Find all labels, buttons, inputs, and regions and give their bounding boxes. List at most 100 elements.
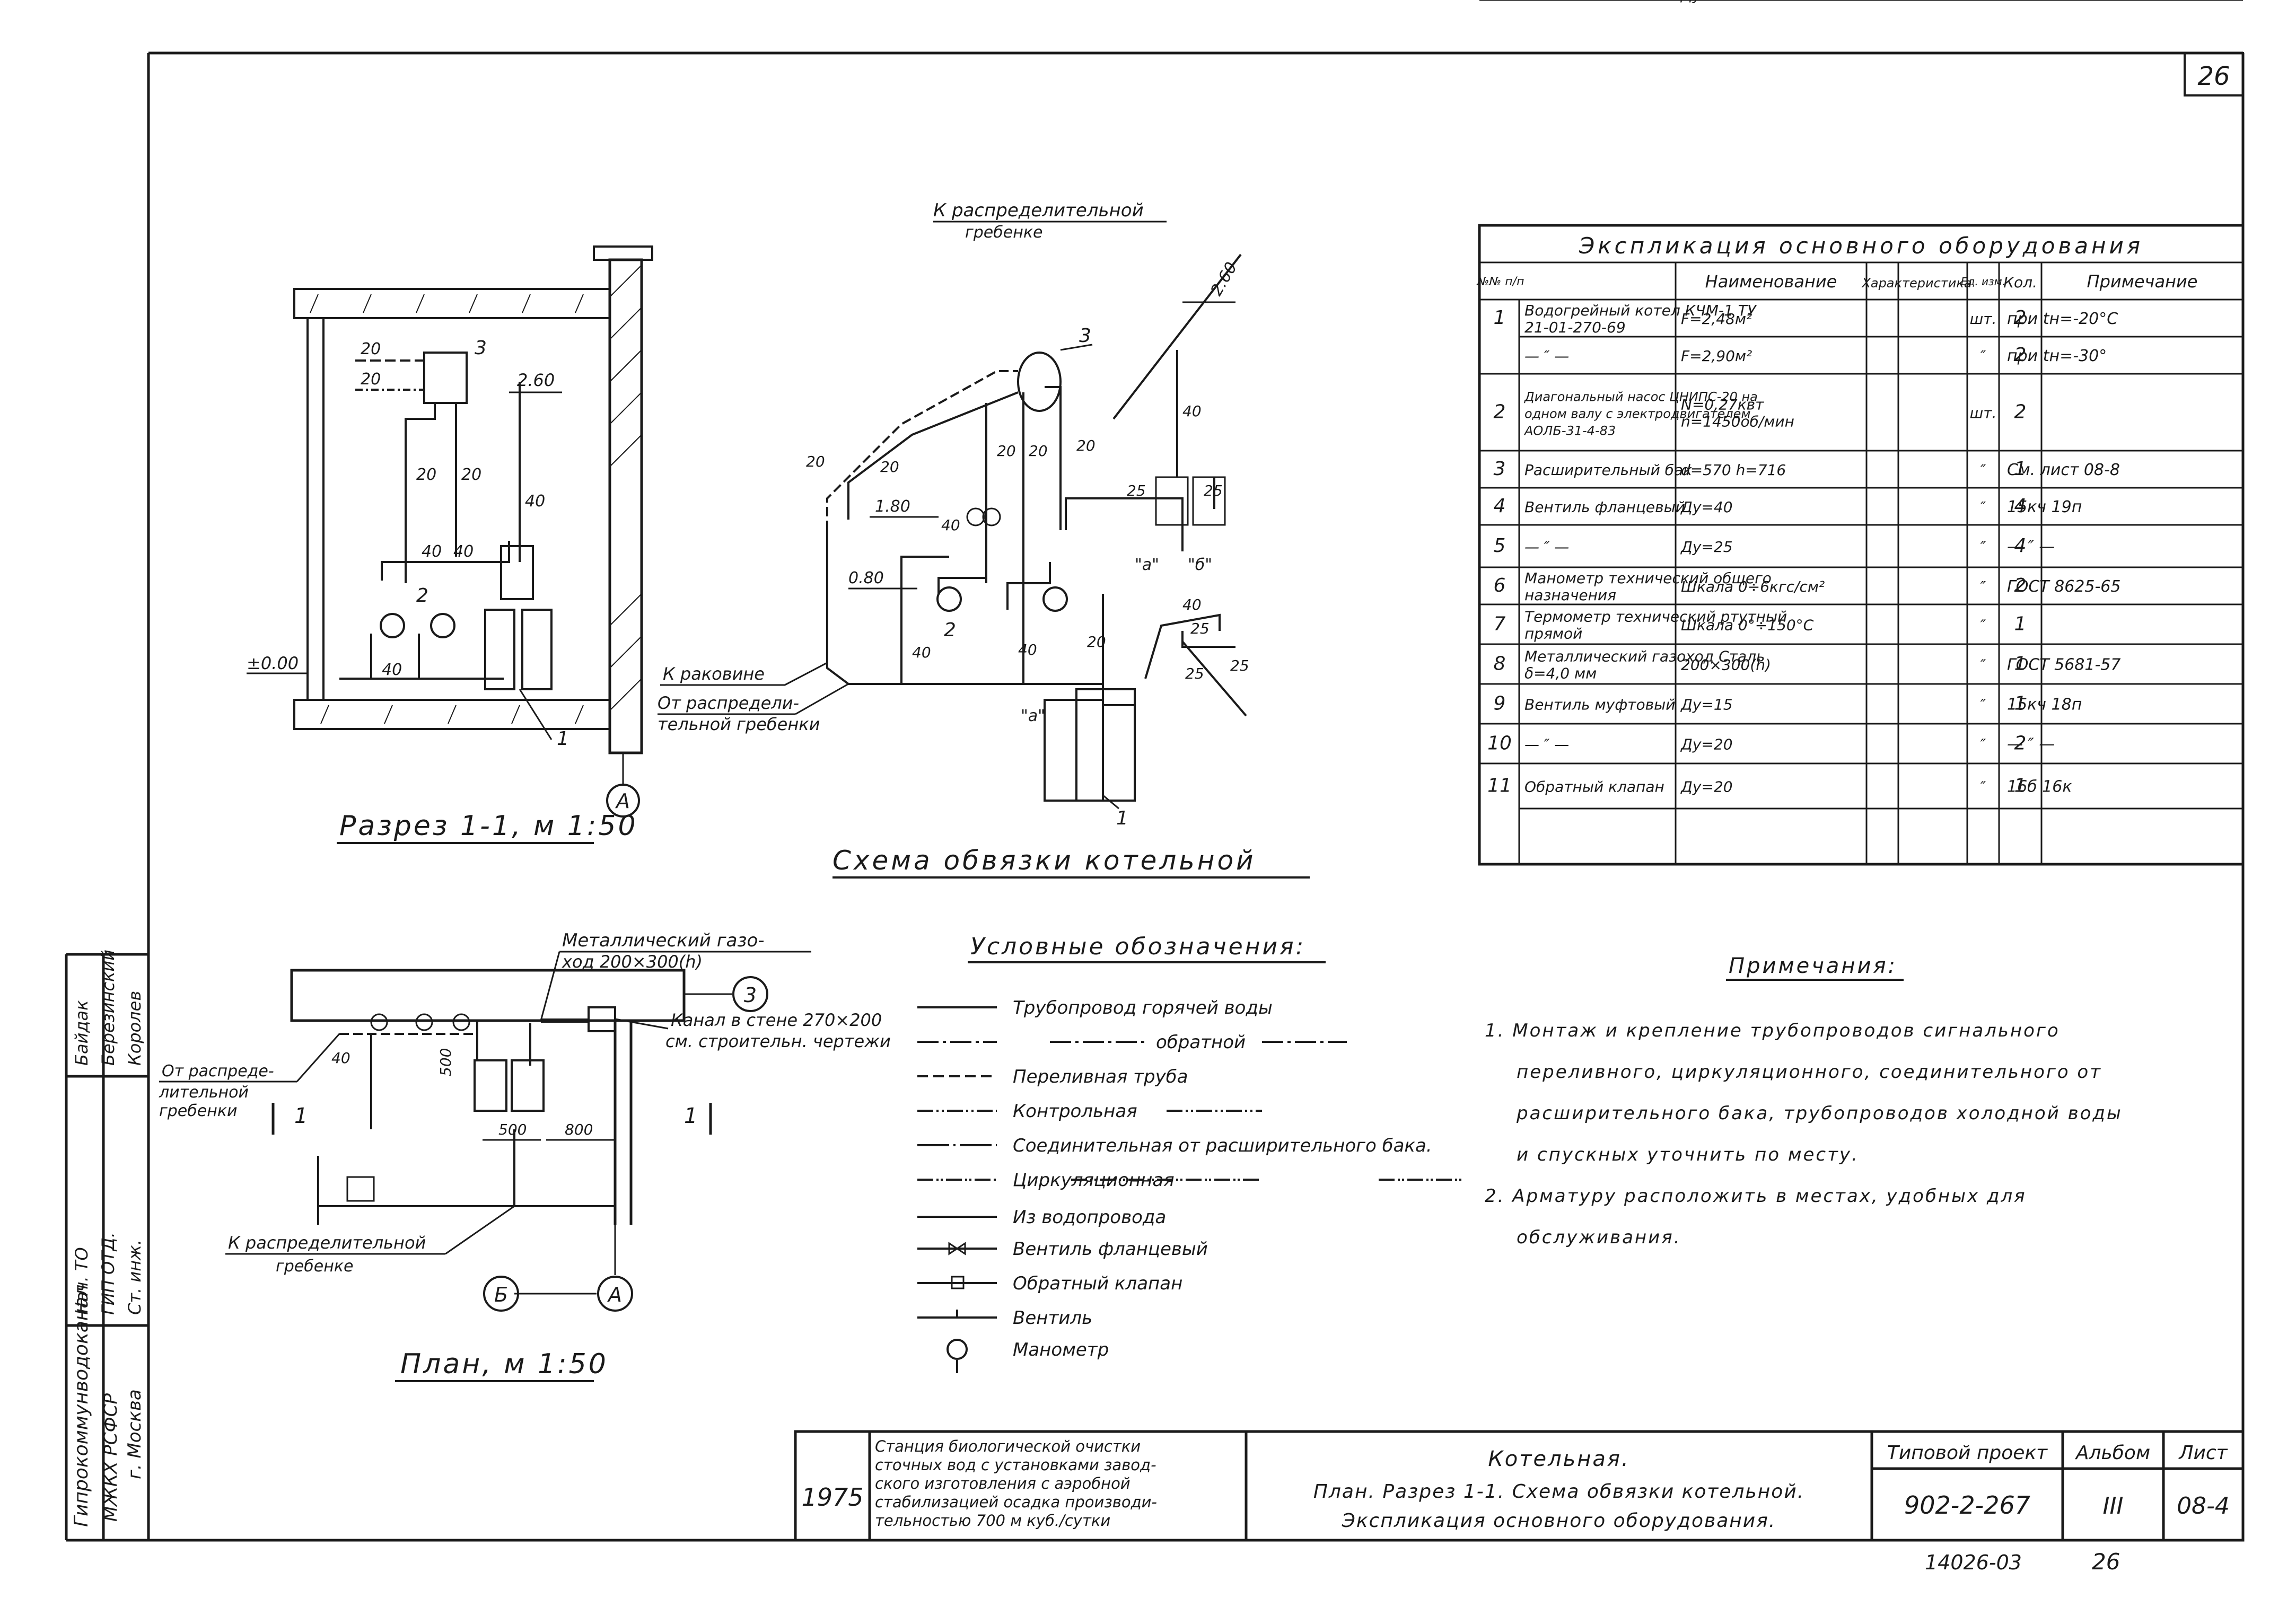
stamp-org-1: Гипрокоммунводоканал <box>71 1285 92 1527</box>
legend-item: Циркуляционная <box>1013 1170 1175 1191</box>
label-leader <box>445 1205 515 1255</box>
label-leader <box>795 683 849 715</box>
legend-item: Трубопровод горячей воды <box>1013 997 1273 1018</box>
table-cell: Диагональный насос ЦНИПС-20 на <box>1524 390 1758 405</box>
note-line: и спускных уточнить по месту. <box>1517 1144 1859 1165</box>
table-cell: Ду=25 <box>1680 538 1733 556</box>
legend-item: Контрольная <box>1013 1101 1137 1122</box>
table-cell: 11 <box>1487 775 1512 797</box>
plan-cut-mark: 1 <box>294 1104 308 1128</box>
table-cell: 3 <box>1494 458 1506 480</box>
stamp-position-2: ГИП ОТД. <box>98 1232 118 1315</box>
table-cell: 1 <box>2014 775 2027 797</box>
note-line: 2. Арматуру расположить в местах, удобны… <box>1485 1186 2027 1207</box>
table-cell: — ″ — <box>2007 538 2055 556</box>
scheme-pipe-label: 20 <box>1087 633 1106 651</box>
plan-axis-label: А <box>607 1283 622 1306</box>
table-cell: 1 <box>2014 613 2027 635</box>
section-pipe-label: 20 <box>416 466 436 484</box>
table-cell: ″ <box>1980 656 1986 674</box>
table-header: Характеристика <box>1861 276 1971 291</box>
plan-to-comb-1: К распределительной <box>228 1233 426 1253</box>
callout-leader <box>519 689 553 740</box>
scheme-callout: 1 <box>1116 807 1128 829</box>
tb-typical-label: Типовой проект <box>1887 1442 2048 1464</box>
note-line: переливного, циркуляционного, соединител… <box>1517 1061 2102 1083</box>
scheme-to-comb-top-1: К распределительной <box>933 200 1144 221</box>
scheme-pipe-label: 25 <box>1190 620 1210 637</box>
table-cell: ″ <box>1980 538 1986 556</box>
axis-bubble <box>597 1276 633 1312</box>
scheme-pipe-label: 40 <box>912 644 931 661</box>
page-number: 26 <box>2197 62 2230 91</box>
legend-item: Обратный клапан <box>1013 1273 1182 1294</box>
label-leader <box>540 951 560 1021</box>
piping-scheme: К распределительной гребенке <box>658 200 1310 879</box>
table-cell: 8 <box>1494 653 1506 675</box>
section-callout: 2 <box>416 585 428 607</box>
table-cell: при tн=-30° <box>2007 347 2107 365</box>
notes-title: Примечания: <box>1729 954 1897 978</box>
table-cell: Манометр технический общего <box>1524 569 1772 587</box>
section-pipe-label: 40 <box>453 542 474 561</box>
table-cell: 1 <box>2014 458 2027 480</box>
table-cell: n=1450об/мин <box>1681 413 1794 431</box>
plan-axis-label: Б <box>494 1283 508 1306</box>
tb-title-line: Экспликация основного оборудования. <box>1342 1510 1776 1532</box>
table-cell: назначения <box>1524 586 1616 604</box>
table-grid <box>1479 261 2243 864</box>
table-cell: 2 <box>2014 575 2027 596</box>
table-cell: — ″ — <box>1524 538 1569 556</box>
plan-from-comb-1: От распреде- <box>162 1062 274 1081</box>
plan-sink <box>346 1176 375 1202</box>
pump-scheme-2 <box>1042 586 1068 612</box>
scheme-marker: "а" <box>1135 556 1159 574</box>
left-wall <box>306 317 325 701</box>
scheme-pipe-label: 20 <box>997 442 1016 460</box>
legend-item: Соединительная от расширительного бака. <box>1013 1135 1432 1156</box>
stamp-org-2: МЖКХ РСФСР <box>100 1393 121 1522</box>
legend-item: Вентиль <box>1013 1307 1092 1329</box>
manometer-scheme <box>966 507 985 526</box>
callout-leader <box>1060 344 1093 351</box>
table-cell: δ=4,0 мм <box>1524 665 1597 682</box>
scheme-to-comb-top-2: гребенке <box>965 223 1042 242</box>
callout-leader <box>1102 794 1119 810</box>
valve-group-b <box>1192 476 1226 526</box>
table-cell: Термометр технический ртутный <box>1524 608 1787 626</box>
table-frame <box>1478 224 2245 866</box>
scheme-pipe-label: 20 <box>1029 442 1048 460</box>
legend-symbols <box>917 1006 1464 1373</box>
side-stamp: Гипрокоммунводоканал МЖКХ РСФСР г. Москв… <box>71 950 145 1527</box>
plan-channel-1: Канал в стене 270×200 <box>671 1010 882 1030</box>
scheme-to-sink: К раковине <box>663 664 765 684</box>
table-cell: 12 <box>1487 0 1512 5</box>
section-1-1: 2.60 ±0.00 20 20 20 20 40 40 40 40 3 2 1… <box>247 245 653 844</box>
section-level-top: 2.60 <box>517 370 555 390</box>
section-pipes <box>339 359 521 680</box>
boiler-scheme-1 <box>1044 699 1104 802</box>
table-cell: 15кч 18п <box>2007 696 2082 714</box>
scheme-pipe-label: 40 <box>1182 402 1202 420</box>
table-cell: шт. <box>1970 405 1997 422</box>
table-cell: ″ <box>1980 498 1986 516</box>
footer-page: 26 <box>2092 1549 2120 1575</box>
label-leader <box>615 1018 669 1030</box>
title-block-frame <box>794 1430 2245 1542</box>
plan-dim: 40 <box>331 1049 350 1067</box>
valve-group-a <box>1155 476 1189 526</box>
stamp-name-2: Березинский <box>98 950 118 1066</box>
section-callout: 3 <box>475 337 487 359</box>
table-cell: — ″ — <box>1524 347 1569 365</box>
table-cell: Ду=15 <box>1680 696 1733 714</box>
table-cell: одном валу с электродвигателем <box>1524 407 1751 421</box>
tb-project-line: сточных вод с установками завод- <box>875 1456 1156 1474</box>
scheme-callout: 2 <box>944 619 956 641</box>
table-cell: 2 <box>2014 401 2027 423</box>
table-cell: шт. <box>1970 310 1997 328</box>
table-cell: ″ <box>1980 461 1986 479</box>
scheme-pipe-label: 20 <box>880 458 899 476</box>
legend-title: Условные обозначения: <box>970 933 1305 960</box>
plan-flue-label-1: Металлический газо- <box>562 930 765 951</box>
table-cell: F=2,48м² <box>1681 310 1752 328</box>
